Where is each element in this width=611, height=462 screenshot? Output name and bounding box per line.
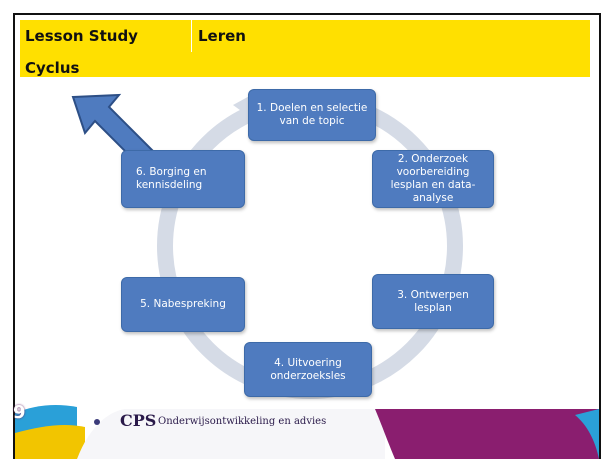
cycle-diagram-graphics [15, 93, 599, 459]
title-bar: Lesson Study Cyclus Leren [20, 20, 590, 77]
logo-bullet-icon [94, 419, 100, 425]
page-number: 9 [13, 402, 26, 423]
cycle-step-5: 5. Nabespreking [121, 277, 245, 332]
cycle-step-1: 1. Doelen en selectie van de topic [248, 89, 376, 141]
slide-subtitle: Leren [198, 27, 246, 45]
cps-tagline: Onderwijsontwikkeling en advies [158, 416, 327, 427]
cycle-step-6: 6. Borging en kennisdeling [121, 150, 245, 208]
footer-graphic [15, 405, 599, 459]
slide-title: Lesson Study Cyclus [20, 20, 192, 77]
slide: Lesson Study Cyclus Leren 1. Doelen en s… [13, 13, 601, 459]
cycle-step-2: 2. Onderzoek voorbereiding lesplan en da… [372, 150, 494, 208]
cycle-step-4: 4. Uitvoering onderzoeksles [244, 342, 372, 397]
cps-logo: CPS [120, 411, 157, 430]
cycle-step-3: 3. Ontwerpen lesplan [372, 274, 494, 329]
